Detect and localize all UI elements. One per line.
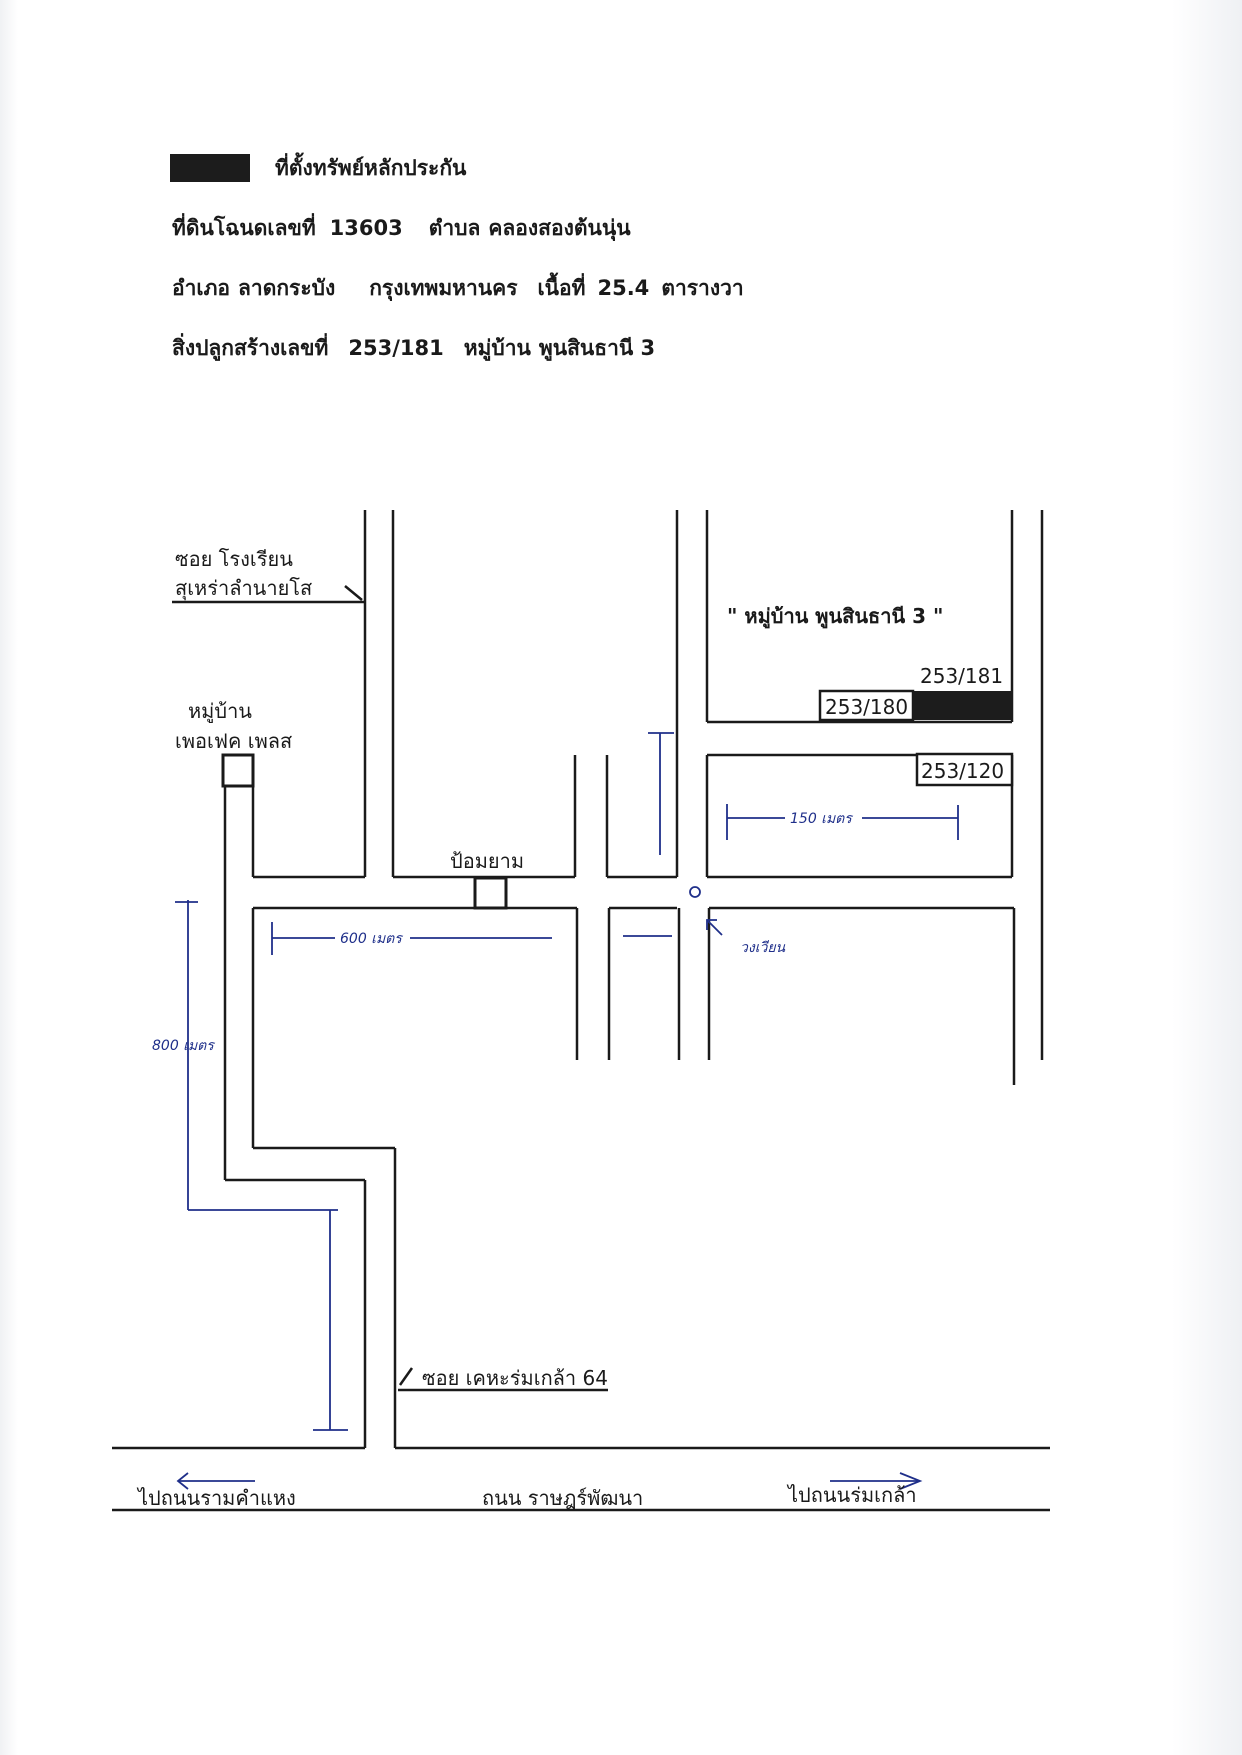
page-title: ที่ตั้งทรัพย์หลักประกัน: [275, 152, 488, 185]
perfect-place-label-2: เพอเฟค เพลส: [175, 729, 292, 753]
house-120-label: 253/120: [921, 759, 1004, 783]
main-road-label: ถนน ราษฎร์พัฒนา: [482, 1486, 643, 1510]
guard-post-label: ป้อมยาม: [450, 849, 524, 873]
soi-school-label-1: ซอย โรงเรียน: [175, 547, 293, 571]
scan-shadow-right: [1172, 0, 1242, 1755]
subdistrict-label: ตำบล: [428, 216, 481, 240]
house-180-label: 253/180: [825, 695, 908, 719]
house-181-label: 253/181: [920, 664, 1003, 688]
road-lines: [112, 510, 1050, 1512]
perfect-place-label-1: หมู่บ้าน: [188, 699, 252, 724]
district-label: อำเภอ: [172, 276, 231, 300]
deed-label: ที่ดินโฉนดเลขที่: [172, 216, 316, 240]
house-120-box: [915, 752, 1014, 787]
area-label: เนื้อที่: [537, 276, 586, 300]
village-label: หมู่บ้าน: [463, 336, 531, 360]
dist-800-label: 800 เมตร: [152, 1038, 215, 1054]
house-181-redaction: [913, 691, 1013, 720]
to-ramkhamhaeng-label: ไปถนนรามคำแหง: [136, 1486, 296, 1510]
header-line-1: ที่ดินโฉนดเลขที่ 13603 ตำบล คลองสองต้นนุ่น: [172, 212, 653, 245]
soi-school-label-2: สุเหร่าลำนายโส: [175, 576, 312, 601]
guard-post-marker: [473, 876, 508, 910]
scan-shadow-left: [0, 0, 18, 1755]
building-number: 253/181: [348, 336, 444, 360]
header-line-3: สิ่งปลูกสร้างเลขที่ 253/181 หมู่บ้าน พูนสิน…: [172, 332, 677, 365]
header-line-2: อำเภอ ลาดกระบัง กรุงเทพมหานคร เนื้อที่ 25.4 ต…: [172, 272, 766, 305]
deed-number: 13603: [329, 216, 403, 240]
redaction-block: [170, 154, 250, 182]
village-label: " หมู่บ้าน พูนสินธานี 3 ": [727, 604, 943, 630]
dist-600-label: 600 เมตร: [340, 931, 403, 947]
soi-kheha-label: ซอย เคหะร่มเกล้า 64: [422, 1366, 608, 1390]
to-romklao-label: ไปถนนร่มเกล้า: [786, 1483, 917, 1507]
pen-annotations: [175, 732, 959, 1490]
area-unit: ตารางวา: [661, 276, 744, 300]
subdistrict-value: คลองสองต้นนุ่น: [488, 216, 631, 240]
perfect-place-marker: [221, 753, 255, 788]
title-text: ที่ตั้งทรัพย์หลักประกัน: [275, 156, 467, 180]
district-value: ลาดกระบัง: [238, 276, 336, 300]
dist-150-label: 150 เมตร: [790, 811, 853, 827]
roundabout-label: วงเวียน: [740, 940, 786, 956]
province-value: กรุงเทพมหานคร: [369, 276, 518, 300]
building-label: สิ่งปลูกสร้างเลขที่: [172, 336, 329, 360]
village-value: พูนสินธานี 3: [538, 336, 656, 360]
area-value: 25.4: [597, 276, 650, 300]
